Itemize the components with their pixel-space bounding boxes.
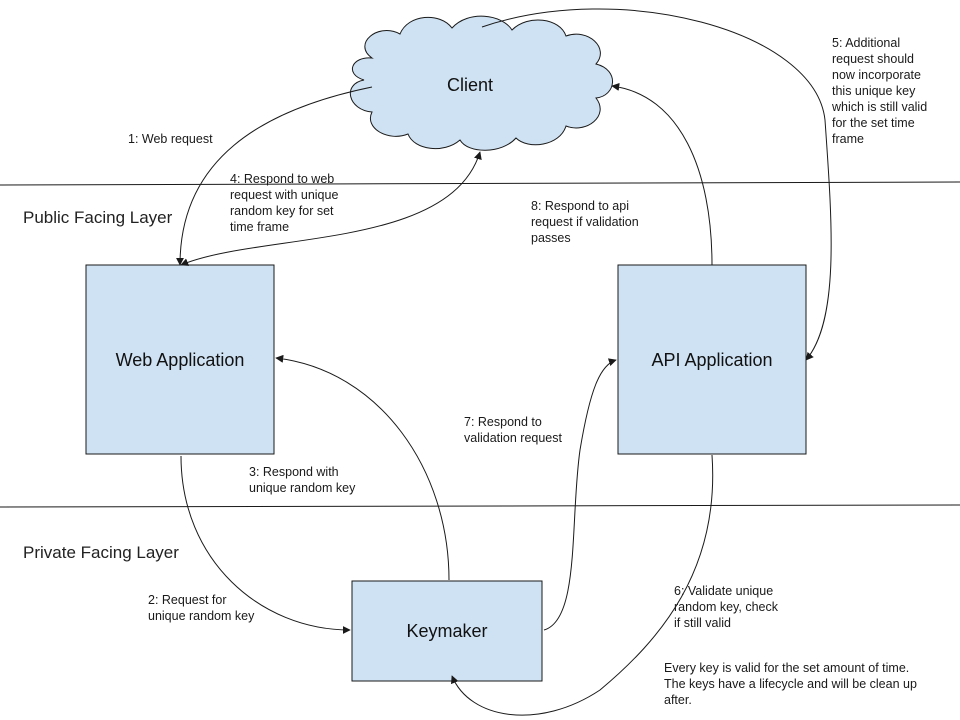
private-layer-label: Private Facing Layer [23, 543, 179, 562]
edge-3-respond-key [275, 354, 450, 581]
edge-4-respond-web [180, 151, 482, 266]
client-label: Client [446, 74, 494, 95]
edge-8-respond-api [611, 82, 713, 266]
public-layer-top-divider [0, 181, 960, 186]
edge-3-label: 3: Respond with unique random key [249, 465, 356, 495]
key-lifecycle-note: Every key is valid for the set amount of… [664, 661, 917, 707]
edge-6-label: 6: Validate unique random key, check if … [674, 584, 778, 630]
web-application-box[interactable] [85, 264, 275, 455]
private-layer-top-divider [0, 504, 960, 508]
edge-6-validate-key [451, 454, 714, 716]
keymaker-box[interactable] [351, 580, 543, 682]
keymaker-label: Keymaker [406, 620, 488, 641]
edge-5-label: 5: Additional request should now incorpo… [832, 36, 928, 146]
web-application-label: Web Application [115, 349, 245, 370]
public-layer-label: Public Facing Layer [23, 208, 173, 227]
edge-7-respond-validation [543, 358, 617, 631]
edge-2-request-key [180, 455, 351, 634]
edge-1-label: 1: Web request [128, 132, 213, 146]
edge-4-label: 4: Respond to web request with unique ra… [230, 172, 339, 234]
client-cloud[interactable] [349, 15, 613, 151]
edge-2-label: 2: Request for unique random key [148, 593, 255, 623]
edge-7-label: 7: Respond to validation request [464, 415, 562, 445]
edge-8-label: 8: Respond to api request if validation … [531, 199, 639, 245]
api-application-label: API Application [651, 349, 773, 370]
edge-5-additional-request [481, 8, 832, 361]
